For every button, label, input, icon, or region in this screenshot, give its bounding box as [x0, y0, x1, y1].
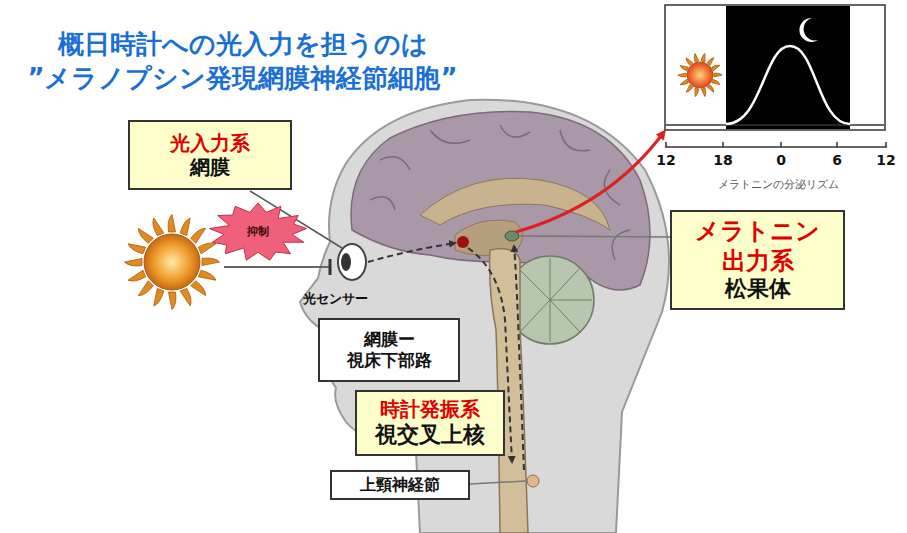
sun-ray	[680, 65, 688, 70]
oscillator-box: 時計発振系視交叉上核	[355, 390, 505, 456]
chart-frame	[665, 5, 885, 130]
sun-ray	[168, 292, 175, 310]
box-heading: メラトニン 出力系	[678, 217, 837, 276]
output-system-box: メラトニン 出力系松果体	[670, 210, 845, 310]
box-heading: 時計発振系	[380, 397, 480, 421]
sun-icon	[124, 214, 219, 309]
axis-tick-label: 18	[713, 152, 732, 168]
sun-disc	[687, 62, 713, 88]
sun-ray	[138, 228, 153, 243]
chart-sun-icon	[678, 53, 722, 96]
input-system-box: 光入力系網膜	[128, 120, 292, 190]
sun-disc	[144, 234, 200, 290]
sun-ray	[153, 218, 164, 236]
ganglion-box: 上頸神経節	[330, 470, 470, 500]
sun-ray	[686, 58, 693, 66]
sun-ray	[680, 79, 688, 85]
sun-ray	[707, 58, 714, 66]
pathway-box: 網膜ー 視床下部路	[318, 318, 460, 382]
light-line	[224, 266, 330, 268]
sun-ray	[191, 228, 206, 243]
sun-ray	[712, 79, 720, 84]
retinohypothalamic-path	[368, 243, 455, 262]
sun-ray	[707, 85, 714, 93]
starburst-outline	[209, 203, 306, 260]
ascending-path	[514, 246, 524, 470]
sun-ray	[168, 214, 175, 232]
sun-ray	[124, 258, 142, 265]
box-heading: 光入力系	[170, 131, 250, 155]
chart-caption: メラトニンの分泌リズム	[718, 177, 839, 192]
axis-tick-label: 12	[876, 152, 895, 168]
cerebellum-folds	[520, 258, 592, 342]
axis-tick-label: 12	[656, 152, 675, 168]
title: 概日時計への光入力を担うのは ”メラノプシン発現網膜神経節細胞”	[5, 28, 480, 96]
sun-ray	[198, 270, 216, 280]
box-text: 視交叉上核	[375, 422, 485, 449]
sun-ray	[138, 281, 153, 296]
iris	[341, 253, 351, 271]
axis-tick-label: 0	[776, 152, 786, 168]
output-arrow	[516, 132, 664, 232]
sensor-label: 光センサー	[303, 290, 368, 308]
inhibit-burst: 抑制	[208, 202, 308, 262]
sun-ray	[180, 218, 190, 236]
axis-ticks	[666, 142, 886, 147]
sun-ray	[694, 53, 699, 61]
sun-ray	[128, 244, 146, 254]
leader-line	[470, 481, 526, 484]
axis-tick-label: 6	[832, 152, 842, 168]
ganglion-ball	[527, 475, 539, 487]
sun-ray	[695, 88, 699, 96]
chart-baseline	[666, 124, 884, 126]
sun-ray	[712, 65, 720, 71]
sun-ray	[686, 85, 693, 93]
night-band	[726, 6, 850, 129]
leader-line	[520, 236, 670, 237]
time-axis	[665, 146, 887, 148]
box-text: 網膜ー 視床下部路	[326, 329, 452, 370]
sun-ray	[202, 258, 220, 265]
box-text: 上頸神経節	[360, 475, 440, 495]
inhibit-bar	[329, 259, 332, 275]
sun-ray	[128, 270, 146, 281]
sun-ray	[701, 53, 705, 61]
sun-ray	[678, 73, 686, 77]
sun-ray	[701, 88, 706, 96]
sun-ray	[198, 243, 216, 254]
moon-icon	[799, 18, 818, 42]
sun-ray	[714, 73, 722, 77]
scn-dot	[457, 236, 469, 248]
brain-gyri	[370, 125, 630, 260]
box-text: 松果体	[725, 276, 791, 303]
sun-ray	[180, 288, 191, 306]
sun-ray	[154, 288, 164, 306]
box-text: 網膜	[190, 155, 230, 179]
eye	[338, 244, 366, 280]
box-text: 抑制	[247, 225, 269, 238]
head-silhouette	[300, 100, 669, 533]
melatonin-curve	[726, 46, 850, 124]
sun-ray	[191, 281, 206, 296]
